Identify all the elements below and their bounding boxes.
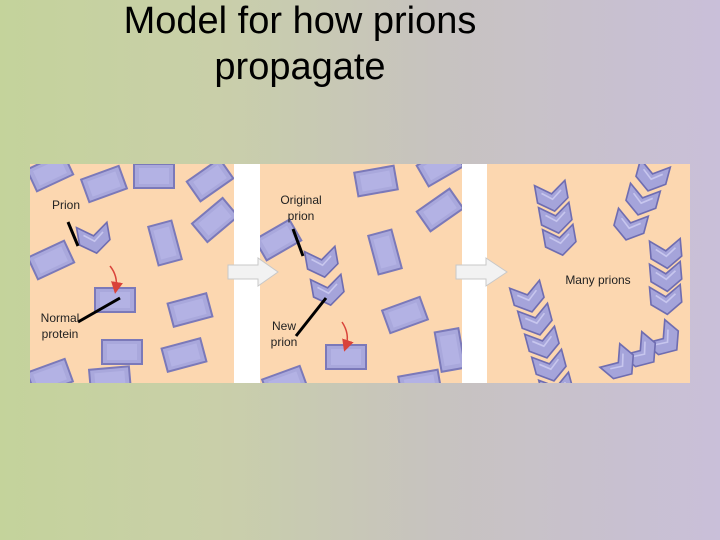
prion-pointer-line (66, 221, 80, 247)
slide-title: Model for how prions propagate (40, 0, 560, 90)
conversion-arrow-1 (109, 265, 123, 294)
label-many-prions: Many prions (565, 273, 631, 287)
label-prion: Prion (51, 198, 80, 212)
label-original-prion-line1: Original (280, 193, 322, 207)
label-new-prion: New prion (262, 318, 306, 350)
prion-shape (75, 221, 113, 257)
label-new-prion-line2: prion (270, 335, 298, 349)
title-line-2: propagate (214, 46, 386, 88)
normal-protein-pointer-line (77, 296, 121, 324)
new-prion-shape (325, 344, 367, 370)
panel-1-proteins (30, 164, 234, 383)
label-normal-protein-line2: protein (41, 327, 79, 341)
title-line-1: Model for how prions (123, 0, 477, 42)
label-original-prion-line2: prion (287, 209, 315, 223)
label-normal-protein: Normal protein (30, 310, 90, 342)
step-arrow-2 (455, 257, 508, 287)
label-normal-protein-line1: Normal (40, 311, 80, 325)
conversion-arrow-2 (341, 321, 354, 352)
original-prion-pointer-line (291, 228, 305, 257)
label-original-prion: Original prion (268, 192, 334, 224)
new-prion-pointer-line (294, 297, 328, 337)
label-new-prion-line1: New (271, 319, 296, 333)
panel-2-proteins (260, 164, 462, 383)
step-arrow-1 (227, 257, 279, 287)
